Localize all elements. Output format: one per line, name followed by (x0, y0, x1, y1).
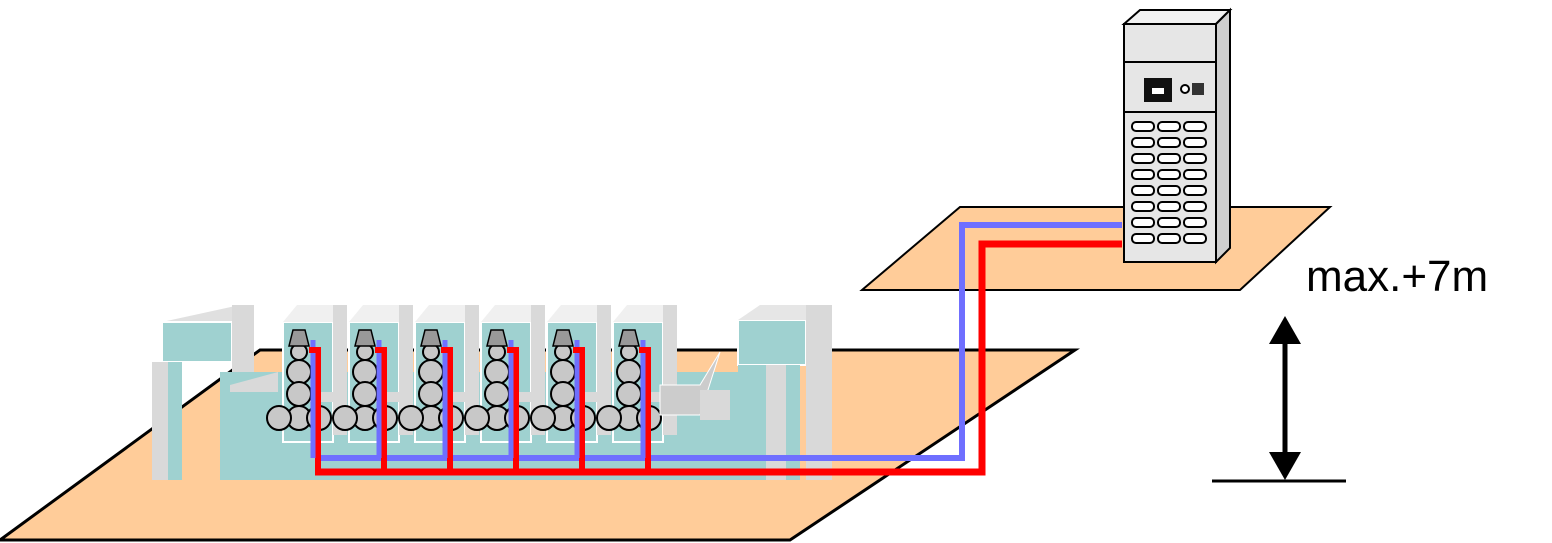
double-headed-arrow-icon (1212, 316, 1346, 483)
vent-slot (1131, 201, 1155, 212)
vent-slot (1183, 185, 1207, 196)
vent-slot (1157, 153, 1181, 164)
vent-slot (1157, 185, 1181, 196)
print-unit (596, 305, 677, 443)
vent-slot (1157, 201, 1181, 212)
vent-slot (1131, 153, 1155, 164)
upper-floor (859, 206, 1333, 291)
vent-slot (1131, 217, 1155, 228)
vent-slot (1157, 169, 1181, 180)
print-unit (530, 305, 611, 443)
vent-slot (1157, 217, 1181, 228)
vent-slot (1183, 137, 1207, 148)
printing-press-icon (152, 305, 832, 480)
vent-slot (1131, 121, 1155, 132)
return-pipe (315, 222, 1122, 461)
chiller-cabinet-icon (1121, 7, 1233, 265)
vent-slot (1131, 233, 1155, 244)
vent-slot (1183, 121, 1207, 132)
vent-slot (1131, 137, 1155, 148)
vent-slot (1183, 169, 1207, 180)
vent-slot (1157, 137, 1181, 148)
vent-slot (1183, 153, 1207, 164)
vent-slot (1183, 217, 1207, 228)
vent-slot (1157, 121, 1181, 132)
vent-slot (1131, 185, 1155, 196)
vent-slot (1183, 233, 1207, 244)
vent-slot (1131, 169, 1155, 180)
height-label: max.+7m (1306, 252, 1489, 301)
vent-slot (1157, 233, 1181, 244)
vent-slot (1183, 201, 1207, 212)
